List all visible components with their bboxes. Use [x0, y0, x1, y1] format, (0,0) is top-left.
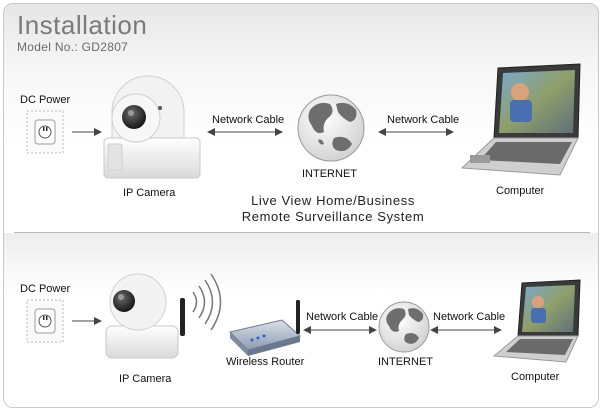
ip-camera-icon [103, 75, 201, 179]
internet-label-bottom: INTERNET [378, 356, 433, 368]
internet-label: INTERNET [302, 168, 357, 180]
wireless-ip-camera-icon [105, 273, 185, 359]
dc-power-label: DC Power [20, 94, 71, 106]
internet-globe-icon [297, 94, 365, 162]
system-caption-line2: Remote Surveillance System [241, 209, 425, 224]
dc-power-label-bottom: DC Power [20, 283, 71, 295]
wireless-signal-icon [192, 273, 222, 331]
section-divider [14, 232, 590, 233]
model-number: Model No.: GD2807 [17, 40, 129, 54]
wireless-router-icon [229, 300, 302, 356]
system-caption-line1: Live View Home/Business [251, 193, 415, 208]
ip-camera-label-bottom: IP Camera [119, 373, 172, 385]
computer-label-bottom: Computer [511, 371, 560, 383]
wireless-router-label: Wireless Router [226, 356, 305, 368]
power-outlet-icon [26, 110, 64, 154]
page-title: Installation [17, 10, 148, 40]
system-caption: Live View Home/Business Remote Surveilla… [213, 193, 453, 225]
computer-label: Computer [496, 185, 545, 197]
power-outlet-icon-bottom [26, 299, 64, 343]
laptop-computer-icon-bottom [492, 279, 581, 363]
network-cable-label-left: Network Cable [212, 114, 285, 126]
network-cable-label-right-bottom: Network Cable [433, 311, 506, 323]
network-cable-label-right: Network Cable [387, 114, 460, 126]
laptop-computer-icon [460, 63, 581, 176]
ip-camera-label: IP Camera [123, 187, 176, 199]
network-cable-label-left-bottom: Network Cable [306, 311, 379, 323]
internet-globe-icon-bottom [378, 301, 430, 353]
lower-section-background [4, 233, 598, 407]
